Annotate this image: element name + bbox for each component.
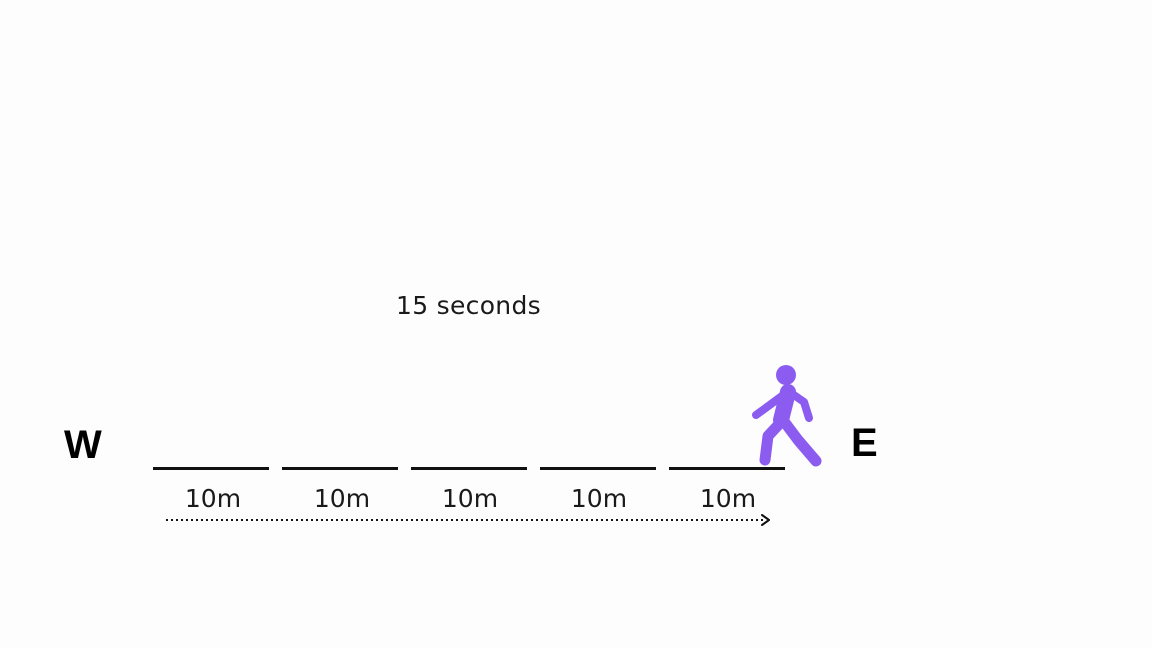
distance-segment-5 [669,467,785,470]
segment-label-1: 10m [184,484,242,513]
segment-label-3: 10m [441,484,499,513]
distance-segment-4 [540,467,656,470]
distance-segment-1 [153,467,269,470]
walking-person-icon [752,365,822,467]
segment-label-5: 10m [699,484,757,513]
segment-label-4: 10m [570,484,628,513]
east-label: E [851,421,878,465]
direction-arrow-icon [166,514,770,526]
time-label: 15 seconds [396,291,541,320]
segment-label-2: 10m [313,484,371,513]
distance-segment-2 [282,467,398,470]
distance-segment-3 [411,467,527,470]
west-label: W [64,423,102,467]
